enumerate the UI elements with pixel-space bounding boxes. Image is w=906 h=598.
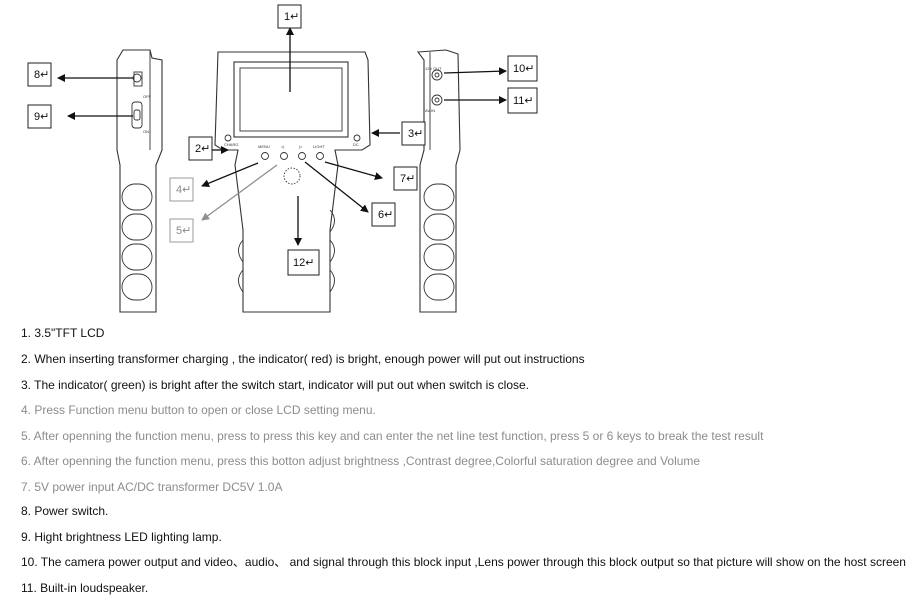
svg-text:1↵: 1↵ [284,11,299,23]
description-2: 2. When inserting transformer charging ,… [21,352,585,366]
charge-label: CHARG [224,142,238,147]
svg-text:7↵: 7↵ [400,173,415,185]
left-side-on-label: ON [143,129,149,134]
svg-text:12↵: 12↵ [293,257,314,269]
callout-7: 7↵ [393,166,418,191]
description-9: 9. Hight brightness LED lighting lamp. [21,530,222,544]
speaker-grille [283,167,301,185]
right-side-av-label: AV IN [425,108,435,113]
callout-12: 12↵ [287,249,320,276]
description-6: 6. After openning the function menu, pre… [21,454,701,468]
description-3: 3. The indicator( green) is bright after… [21,378,530,392]
right-side-12v-label: 12V OUT [425,66,442,71]
description-4: 4. Press Function menu button to open or… [21,403,376,417]
next-label: |> [299,144,303,149]
svg-text:3↵: 3↵ [408,128,423,140]
left-side-off-label: OFF [143,94,152,99]
description-1: 1. 3.5"TFT LCD [21,326,105,340]
callout-4: 4↵ [169,177,194,202]
light-label: LIGHT [313,144,325,149]
callout-9: 9↵ [27,104,52,129]
description-8: 8. Power switch. [21,504,109,518]
callout-11: 11↵ [507,87,538,114]
light-button [316,152,324,160]
callout-10: 10↵ [507,55,538,82]
svg-text:8↵: 8↵ [34,69,49,81]
prev-label: <| [281,144,284,149]
svg-text:4↵: 4↵ [176,184,191,196]
device-diagram: OFF ON CHARG DC MENU <| |> LIGHT 12V O [27,4,538,313]
menu-label: MENU [258,144,270,149]
arrows [57,27,507,246]
left-side-view: OFF ON [116,49,163,313]
dc-label: DC [353,142,359,147]
right-side-view: 12V OUT AV IN [416,49,461,313]
svg-text:6↵: 6↵ [378,209,393,221]
callout-2: 2↵ [188,136,213,161]
svg-text:11↵: 11↵ [513,95,534,107]
callout-8: 8↵ [27,62,52,87]
lcd-screen [233,61,349,138]
callout-5: 5↵ [169,218,194,243]
menu-button [261,152,269,160]
callout-6: 6↵ [371,202,396,227]
svg-text:5↵: 5↵ [176,225,191,237]
description-11: 11. Built-in loudspeaker. [21,581,149,595]
callout-1: 1↵ [277,4,302,29]
description-10: 10. The camera power output and video、au… [21,555,906,569]
prev-button [280,152,288,160]
callout-3: 3↵ [401,121,426,146]
svg-text:2↵: 2↵ [195,143,210,155]
description-5: 5. After openning the function menu, pre… [21,429,764,443]
front-view: CHARG DC MENU <| |> LIGHT [214,51,371,313]
description-7: 7. 5V power input AC/DC transformer DC5V… [21,480,283,494]
next-button [298,152,306,160]
svg-text:10↵: 10↵ [513,63,534,75]
svg-text:9↵: 9↵ [34,111,49,123]
